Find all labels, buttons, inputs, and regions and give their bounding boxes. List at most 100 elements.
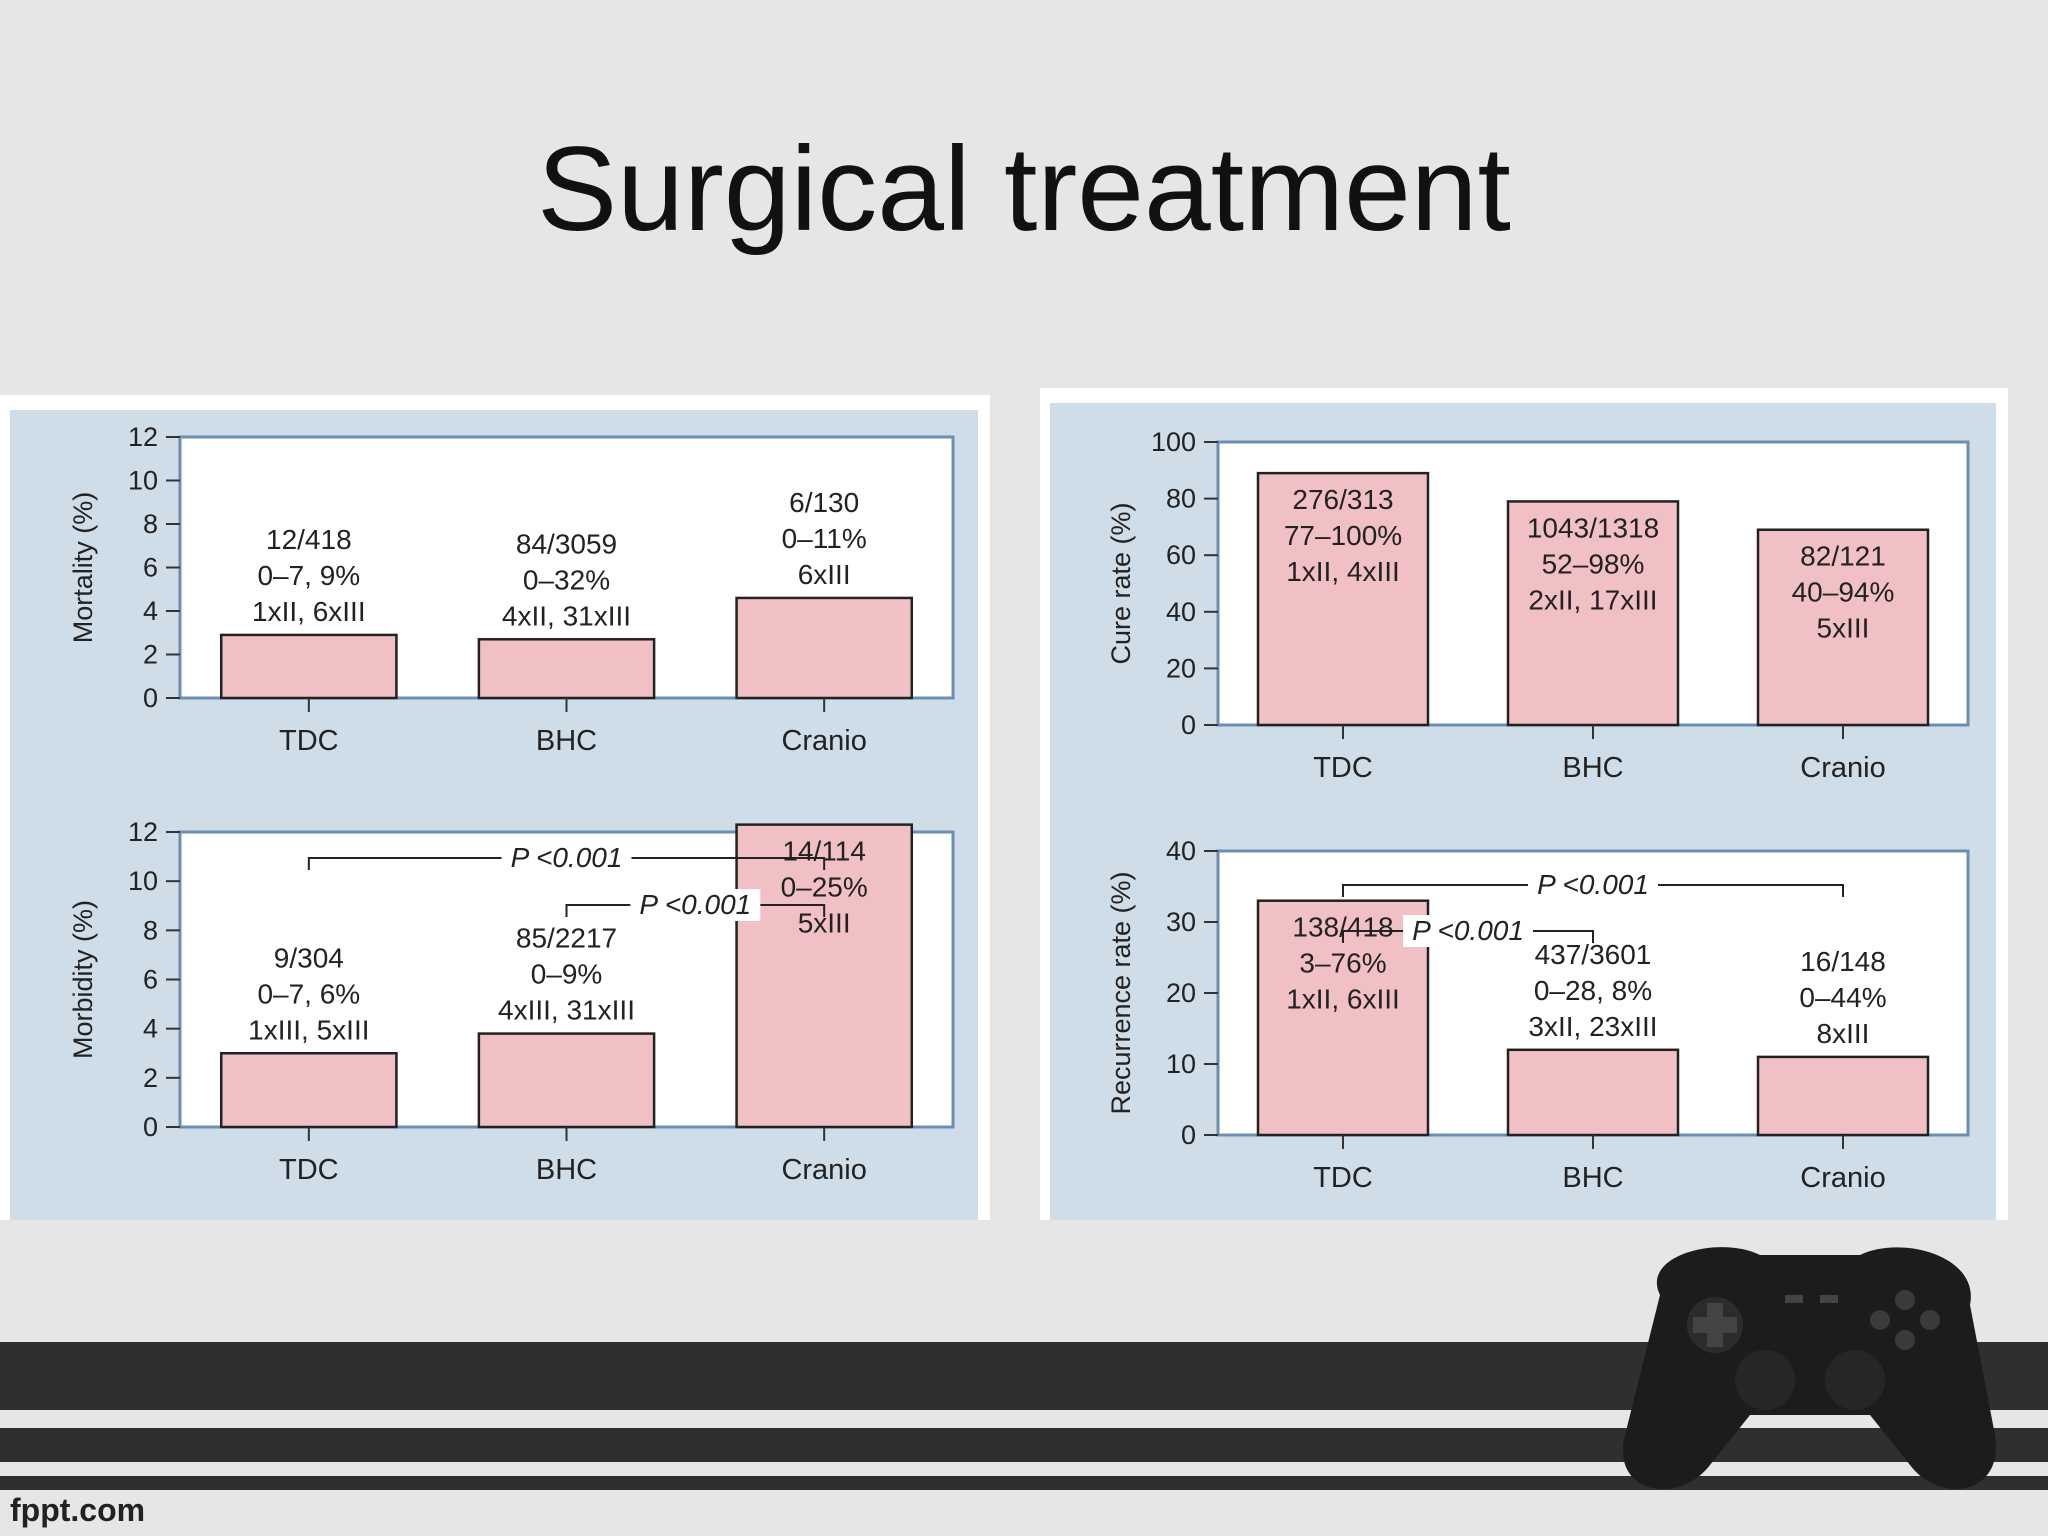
- recurrence-rate-ytick-label: 10: [1166, 1049, 1196, 1079]
- cure-rate-data-label: 5xIII: [1817, 613, 1870, 644]
- morbidity-ytick-label: 6: [143, 965, 158, 995]
- recurrence-rate-bracket-label-bg: [1403, 915, 1533, 947]
- recurrence-rate-ytick-label: 20: [1166, 978, 1196, 1008]
- morbidity-ytick-label: 10: [128, 866, 158, 896]
- morbidity-data-label: 0–25%: [781, 872, 868, 903]
- recurrence-rate-data-label: 3xII, 23xIII: [1528, 1011, 1657, 1042]
- recurrence-rate-data-label: 0–44%: [1799, 982, 1886, 1013]
- morbidity-data-label: 0–9%: [531, 959, 603, 990]
- cure-rate-data-label: 1xII, 4xIII: [1286, 556, 1400, 587]
- recurrence-rate-data-label: 437/3601: [1535, 939, 1652, 970]
- morbidity-ytick-label: 2: [143, 1063, 158, 1093]
- recurrence-rate-bracket-label-bg: [1528, 869, 1658, 901]
- cure-rate-bar-bhc: [1506, 500, 1680, 727]
- cure-rate-ytick-label: 40: [1166, 597, 1196, 627]
- recurrence-rate-bracket-label: P <0.001: [1412, 915, 1524, 946]
- recurrence-rate-significance-bracket: P <0.001: [1342, 915, 1594, 947]
- morbidity-data-label: 1xIII, 5xIII: [248, 1014, 369, 1045]
- recurrence-rate-ytick-label: 0: [1181, 1120, 1196, 1150]
- footer-brand: fppt.com: [10, 1492, 146, 1528]
- mortality-xtick-label: TDC: [279, 725, 339, 757]
- morbidity-ytick-label: 8: [143, 915, 158, 945]
- morbidity-data-label: 85/2217: [516, 923, 617, 954]
- cure-rate-data-label: 77–100%: [1284, 520, 1402, 551]
- mortality-ytick-label: 4: [143, 596, 158, 626]
- mortality-data-label: 0–11%: [782, 523, 867, 554]
- mortality-y-axis-label: Mortality (%): [68, 492, 98, 644]
- cure-rate-xtick-label: TDC: [1313, 752, 1373, 784]
- cure-rate-ytick-label: 80: [1166, 484, 1196, 514]
- mortality-xtick-label: Cranio: [781, 725, 866, 757]
- cure-rate-data-label: 40–94%: [1792, 577, 1895, 608]
- mortality-data-label: 12/418: [266, 524, 352, 555]
- morbidity-bar-cranio: [735, 823, 914, 1129]
- mortality-xtick-label: BHC: [536, 725, 597, 757]
- recurrence-rate-data-label: 8xIII: [1817, 1018, 1870, 1049]
- morbidity-data-label: 0–7, 6%: [257, 978, 360, 1009]
- mortality-ytick-label: 8: [143, 509, 158, 539]
- cure-rate-data-label: 82/121: [1800, 541, 1886, 572]
- morbidity-data-label: 4xIII, 31xIII: [498, 995, 635, 1026]
- morbidity-ytick-label: 0: [143, 1112, 158, 1142]
- morbidity-xtick-label: TDC: [279, 1154, 339, 1186]
- recurrence-rate-ytick-label: 30: [1166, 907, 1196, 937]
- cure-rate-ytick-label: 0: [1181, 710, 1196, 740]
- mortality-data-label: 6/130: [789, 487, 859, 518]
- morbidity-y-axis-label: Morbidity (%): [68, 900, 98, 1059]
- recurrence-rate-significance-bracket: P <0.001: [1342, 869, 1844, 901]
- morbidity-bracket-label: P <0.001: [639, 889, 751, 920]
- cure-rate-data-label: 2xII, 17xIII: [1528, 584, 1657, 615]
- morbidity-significance-bracket: P <0.001: [307, 842, 826, 874]
- morbidity-ytick-label: 4: [143, 1014, 158, 1044]
- recurrence-rate-data-label: 1xII, 6xIII: [1286, 984, 1400, 1015]
- cure-rate-ytick-label: 100: [1151, 427, 1196, 457]
- recurrence-rate-xtick-label: TDC: [1313, 1162, 1373, 1194]
- recurrence-rate-data-label: 0–28, 8%: [1534, 975, 1652, 1006]
- cure-rate-xtick-label: Cranio: [1800, 752, 1885, 784]
- morbidity-ytick-label: 12: [128, 817, 158, 847]
- mortality-data-label: 0–32%: [523, 564, 610, 595]
- mortality-bar-tdc: [219, 633, 398, 700]
- cure-rate-data-label: 52–98%: [1542, 548, 1645, 579]
- morbidity-bracket-label-bg: [501, 842, 632, 874]
- gamepad-icon: [1622, 1247, 1997, 1489]
- morbidity-xtick-label: BHC: [536, 1154, 597, 1186]
- morbidity-data-label: 9/304: [274, 942, 344, 973]
- recurrence-rate-data-label: 3–76%: [1299, 948, 1386, 979]
- recurrence-rate-xtick-label: BHC: [1562, 1162, 1623, 1194]
- cure-rate-data-label: 276/313: [1292, 484, 1393, 515]
- mortality-data-label: 4xII, 31xIII: [502, 600, 631, 631]
- recurrence-rate-ytick-label: 40: [1166, 836, 1196, 866]
- recurrence-rate-data-label: 16/148: [1800, 946, 1886, 977]
- mortality-ytick-label: 0: [143, 683, 158, 713]
- morbidity-bar-bhc: [477, 1032, 656, 1129]
- morbidity-bracket-label: P <0.001: [511, 842, 623, 873]
- cure-rate-bar-tdc: [1256, 471, 1430, 727]
- mortality-bar-bhc: [477, 638, 656, 700]
- recurrence-rate-y-axis-label: Recurrence rate (%): [1106, 871, 1136, 1114]
- mortality-ytick-label: 12: [128, 422, 158, 452]
- morbidity-bar-tdc: [219, 1052, 398, 1129]
- morbidity-bracket-label-bg: [630, 889, 761, 921]
- mortality-ytick-label: 2: [143, 640, 158, 670]
- mortality-ytick-label: 10: [128, 466, 158, 496]
- mortality-data-label: 1xII, 6xIII: [252, 596, 366, 627]
- morbidity-significance-bracket: P <0.001: [565, 889, 826, 921]
- recurrence-rate-bar-cranio: [1756, 1055, 1930, 1137]
- cure-rate-xtick-label: BHC: [1562, 752, 1623, 784]
- recurrence-rate-bracket-label: P <0.001: [1537, 869, 1649, 900]
- mortality-ytick-label: 6: [143, 553, 158, 583]
- mortality-data-label: 6xIII: [798, 559, 851, 590]
- recurrence-rate-xtick-label: Cranio: [1800, 1162, 1885, 1194]
- recurrence-rate-bar-bhc: [1506, 1048, 1680, 1137]
- cure-rate-data-label: 1043/1318: [1527, 512, 1659, 543]
- morbidity-xtick-label: Cranio: [781, 1154, 866, 1186]
- mortality-data-label: 0–7, 9%: [257, 560, 360, 591]
- cure-rate-ytick-label: 20: [1166, 653, 1196, 683]
- slide-title: Surgical treatment: [537, 122, 1511, 256]
- cure-rate-ytick-label: 60: [1166, 540, 1196, 570]
